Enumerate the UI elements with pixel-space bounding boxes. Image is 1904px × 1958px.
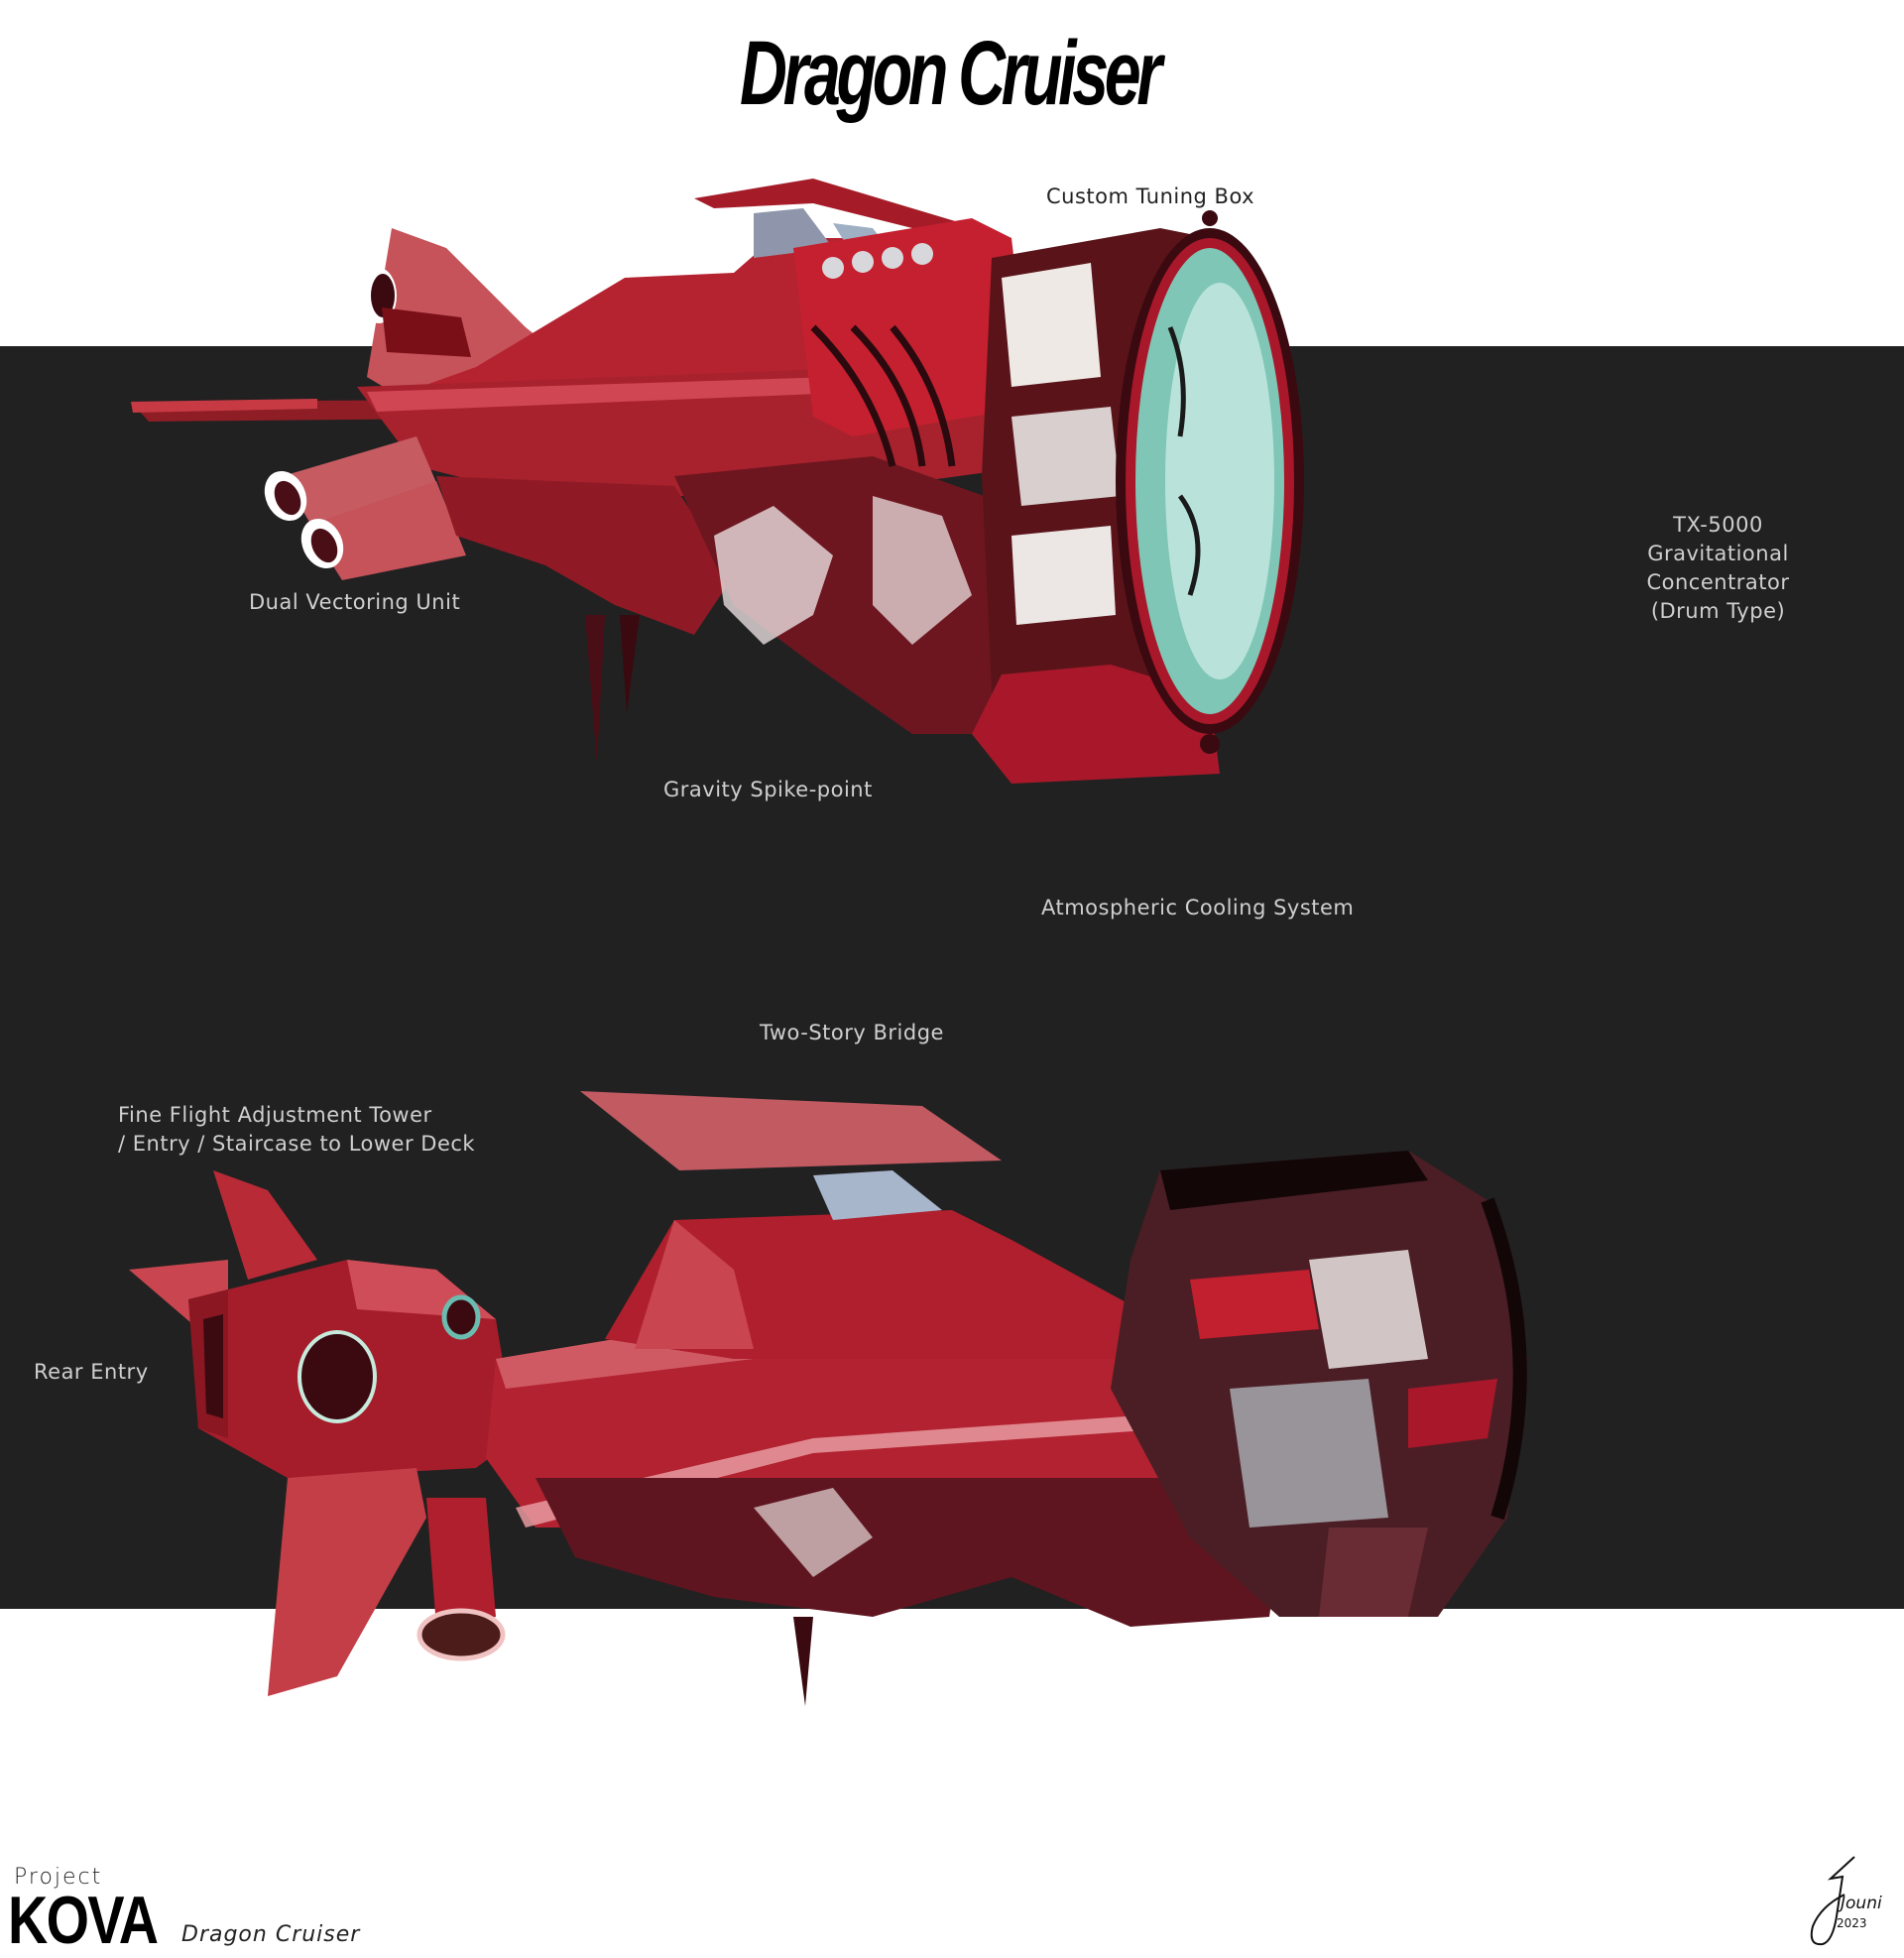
label-two-story-bridge: Two-Story Bridge (760, 1021, 944, 1044)
ship-illustration-bottom (129, 1091, 1527, 1706)
label-line: (Drum Type) (1650, 599, 1786, 623)
label-dual-vectoring-unit: Dual Vectoring Unit (249, 590, 461, 614)
label-rear-entry: Rear Entry (34, 1360, 149, 1384)
label-line: Gravitational (1647, 542, 1789, 565)
label-line: Concentrator (1646, 570, 1790, 594)
label-line: Fine Flight Adjustment Tower (118, 1103, 432, 1127)
label-gravity-spike-point: Gravity Spike-point (663, 778, 873, 801)
signature-name: Jouni (1841, 1894, 1882, 1913)
label-custom-tuning-box: Custom Tuning Box (1046, 184, 1255, 208)
label-gravitational-concentrator: TX-5000 Gravitational Concentrator (Drum… (1616, 511, 1820, 626)
label-line: TX-5000 (1673, 513, 1763, 537)
ship-illustration-top (131, 179, 1304, 784)
signature-glyph (1810, 1856, 1855, 1946)
footer-project-name: KOVA (8, 1883, 159, 1958)
signature-year: 2023 (1837, 1916, 1867, 1930)
label-line: / Entry / Staircase to Lower Deck (118, 1132, 476, 1156)
label-atmospheric-cooling-system: Atmospheric Cooling System (1041, 896, 1355, 919)
label-fine-flight-tower: Fine Flight Adjustment Tower / Entry / S… (118, 1101, 475, 1159)
footer-project-label: Project (14, 1865, 103, 1890)
footer-subtitle: Dragon Cruiser (181, 1922, 361, 1947)
page-title: Dragon Cruiser (740, 23, 1162, 124)
